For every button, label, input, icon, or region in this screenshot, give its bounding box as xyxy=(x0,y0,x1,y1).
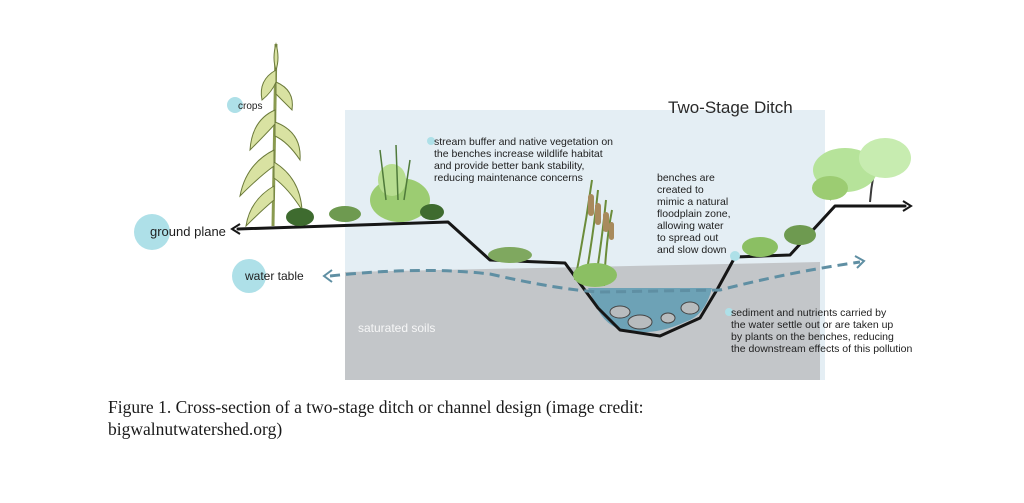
benches-note-line: to spread out xyxy=(657,232,718,244)
benches-note-line: floodplain zone, xyxy=(657,208,731,220)
bench-vegetation-icon xyxy=(488,247,532,263)
ground-profile-line xyxy=(236,204,907,338)
benches-note-line: created to xyxy=(657,184,704,196)
ground-plane-label: ground plane xyxy=(150,224,226,239)
saturated-soils-label: saturated soils xyxy=(358,321,435,335)
benches-note-line: allowing water xyxy=(657,220,724,232)
ground-plane-bubble xyxy=(134,214,170,250)
benches-note-line: and slow down xyxy=(657,244,727,256)
water-table-arrow-right-icon xyxy=(854,255,866,269)
crops-bubble xyxy=(227,97,243,113)
sediment-note-line: sediment and nutrients carried by xyxy=(731,307,887,319)
sediment-note-line: by plants on the benches, reducing xyxy=(731,331,894,343)
stream-buffer-note: stream buffer and native vegetation on t… xyxy=(434,136,616,184)
stream-buffer-note-line: reducing maintenance concerns xyxy=(434,172,583,184)
benches-note-line: mimic a natural xyxy=(657,196,728,208)
sediment-note-line: the water settle out or are taken up xyxy=(731,319,893,331)
ground-arrow-left-icon xyxy=(230,223,241,235)
diagram-title: Two-Stage Ditch xyxy=(668,98,793,117)
caption-line-1: Figure 1. Cross-section of a two-stage d… xyxy=(108,397,644,417)
stream-buffer-note-line: and provide better bank stability, xyxy=(434,160,584,172)
caption-line-2: bigwalnutwatershed.org) xyxy=(108,419,283,439)
channel-rocks xyxy=(609,301,700,330)
figure-caption: Figure 1. Cross-section of a two-stage d… xyxy=(108,396,908,440)
sediment-bubble xyxy=(725,308,733,316)
water-table-line xyxy=(329,260,861,294)
stream-buffer-note-line: the benches increase wildlife habitat xyxy=(434,148,603,160)
stream-buffer-bubble xyxy=(427,137,435,145)
benches-bubble xyxy=(730,251,740,261)
benches-note: benches are created to mimic a natural f… xyxy=(657,172,733,256)
right-bench-vegetation-icon xyxy=(742,225,816,257)
sediment-note: sediment and nutrients carried by the wa… xyxy=(731,307,912,355)
crops-label: crops xyxy=(238,101,262,112)
left-bank-vegetation-icon xyxy=(286,144,444,226)
channel-water xyxy=(588,288,712,333)
sediment-note-line: the downstream effects of this pollution xyxy=(731,343,912,355)
water-table-bubble xyxy=(232,259,266,293)
corn-crop-icon xyxy=(239,42,303,228)
benches-note-line: benches are xyxy=(657,172,715,184)
riparian-trees-icon xyxy=(812,138,911,203)
ground-arrow-right-icon xyxy=(902,200,913,212)
stream-buffer-note-line: stream buffer and native vegetation on xyxy=(434,136,613,148)
cattail-plants-icon xyxy=(573,179,617,287)
water-table-arrow-left-icon xyxy=(322,269,333,283)
water-table-label: water table xyxy=(244,269,304,283)
